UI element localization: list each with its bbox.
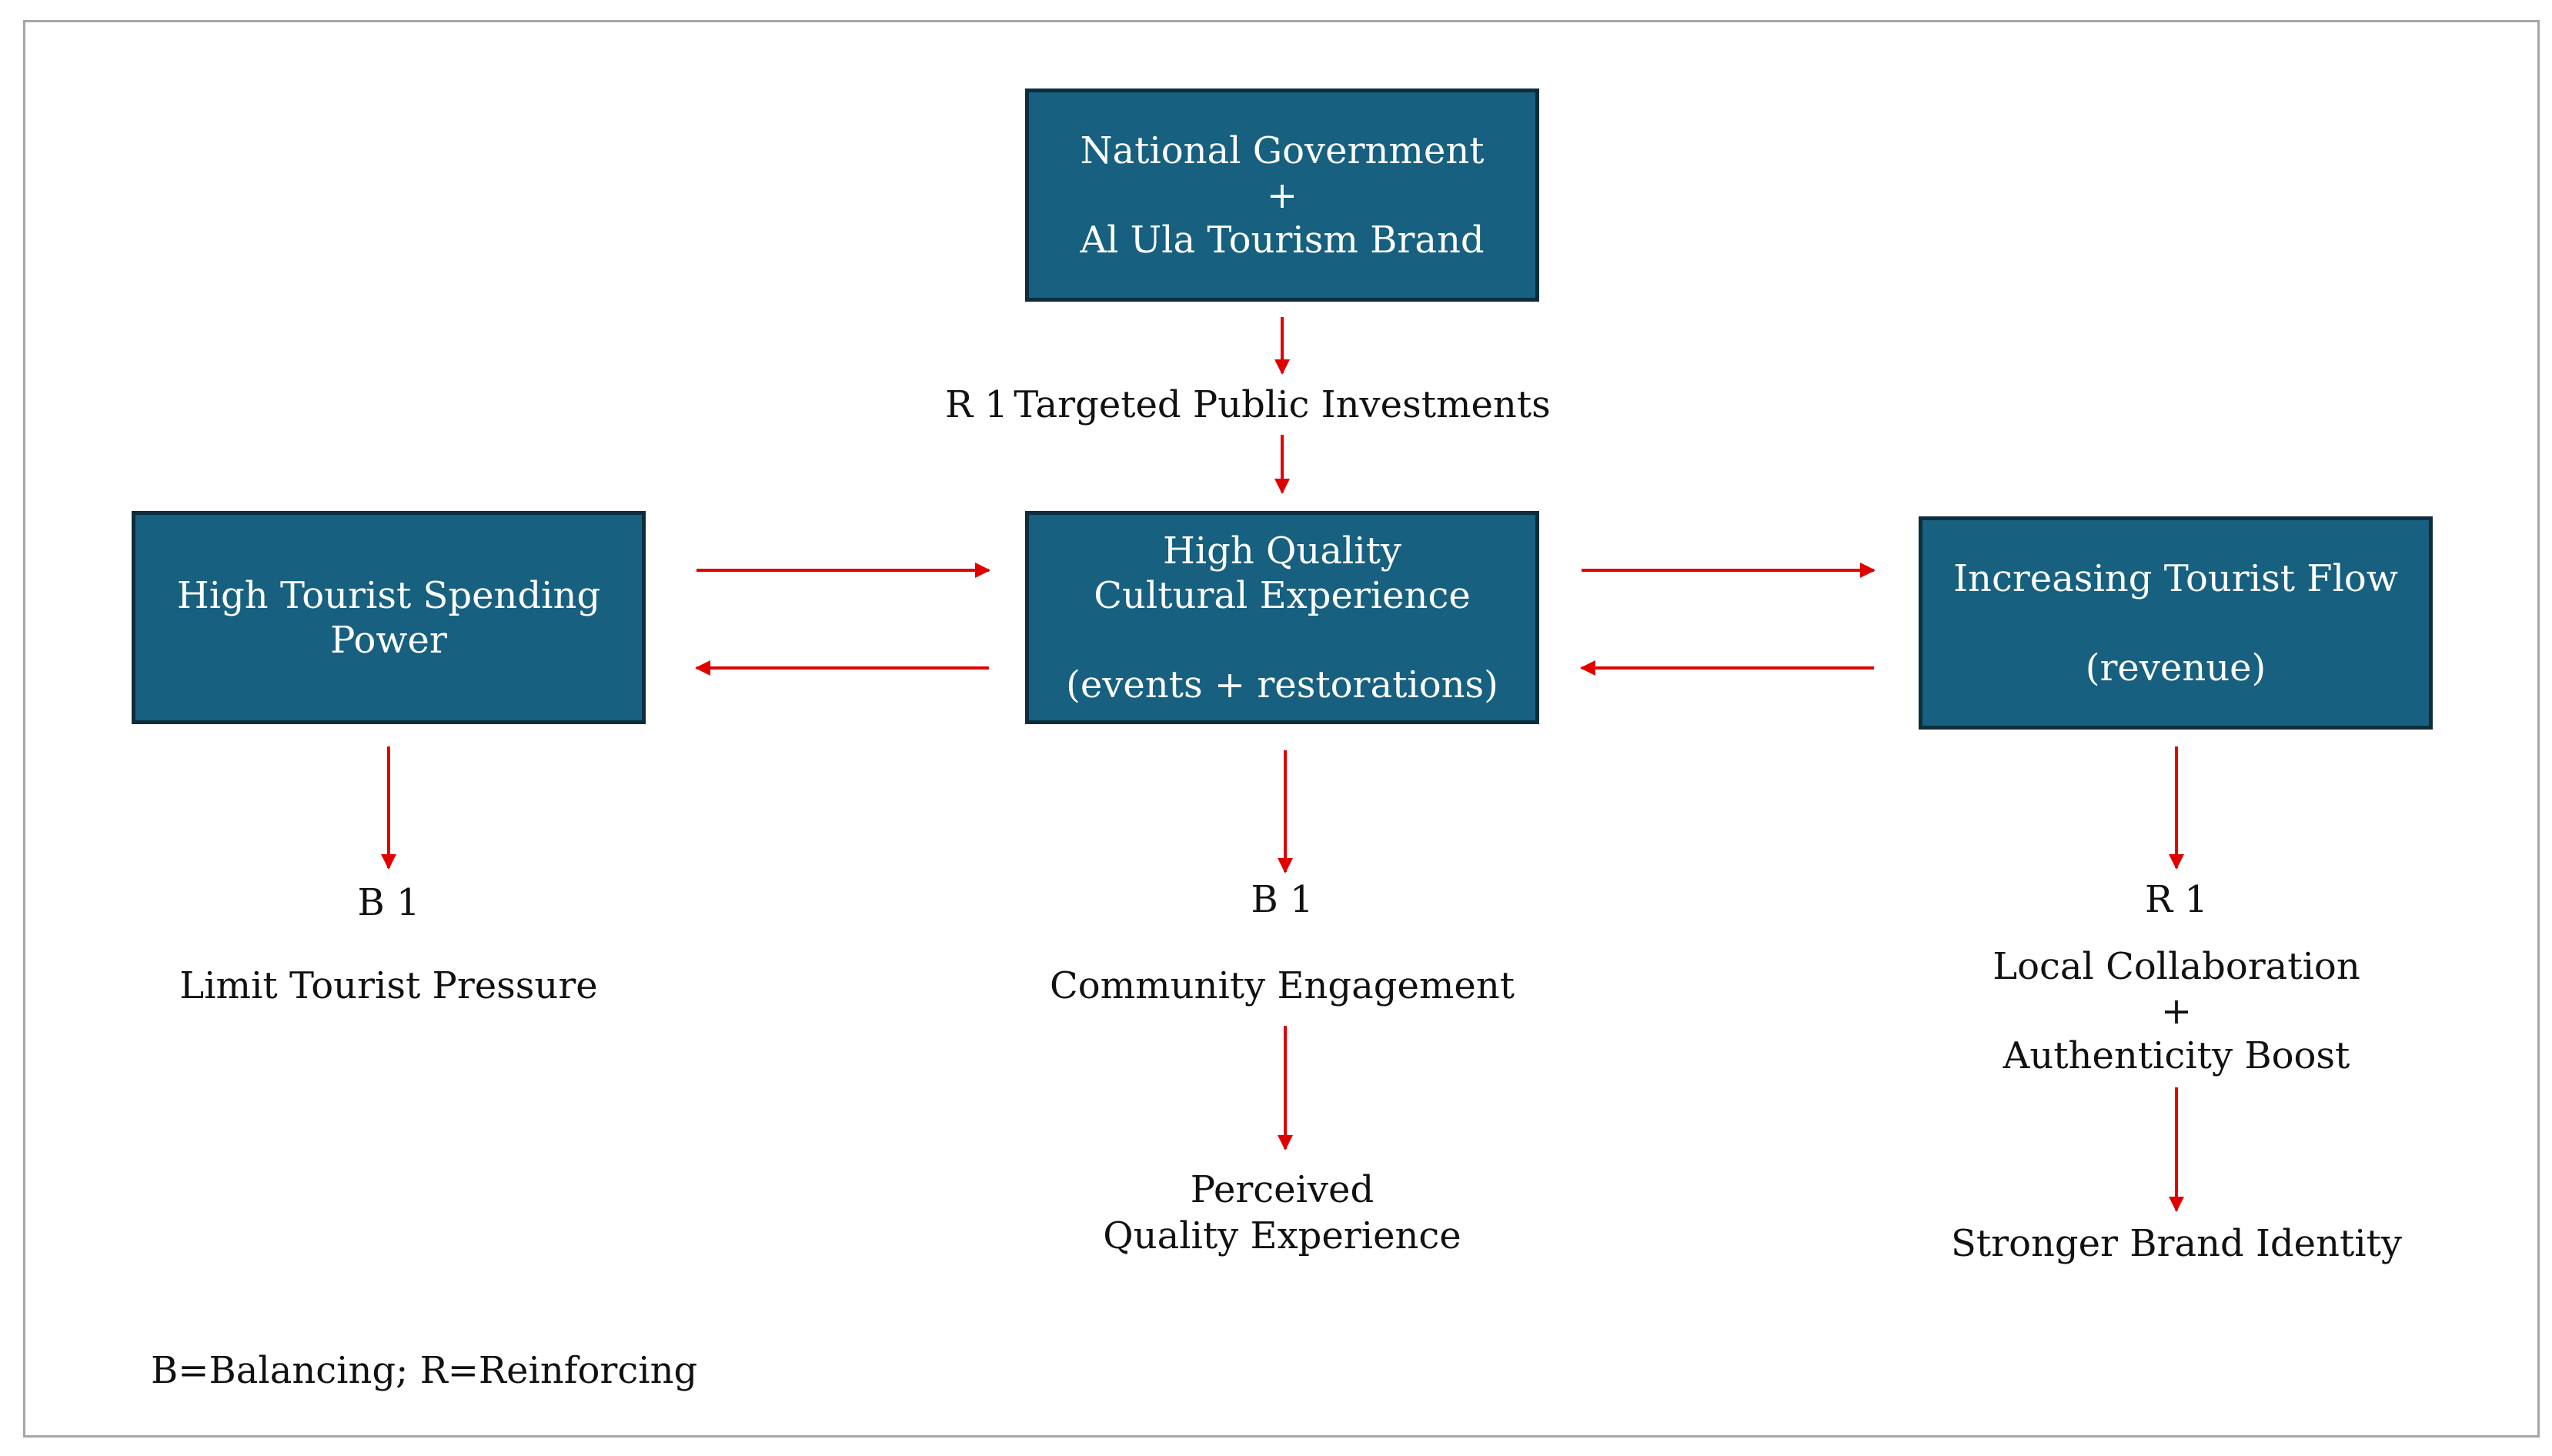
label-limit-pressure: Limit Tourist Pressure — [179, 964, 598, 1007]
node-tourist-spending: High Tourist Spending Power — [132, 511, 646, 724]
label-local-collaboration: Local Collaboration + Authenticity Boost — [1907, 944, 2446, 1078]
node-text-line — [1276, 618, 1288, 663]
node-text-line: National Government — [1080, 129, 1485, 172]
label-targeted-investments: Targeted Public Investments — [1014, 383, 1551, 426]
label-stronger-brand: Stronger Brand Identity — [1950, 1222, 2403, 1265]
node-text-line: (revenue) — [2085, 646, 2266, 690]
label-line: + — [2160, 990, 2193, 1033]
node-national-government: National Government + Al Ula Tourism Bra… — [1025, 88, 1539, 302]
node-text-line: (events + restorations) — [1066, 663, 1498, 706]
node-text-line: Al Ula Tourism Brand — [1080, 218, 1485, 262]
loop-label-left: B 1 — [357, 881, 420, 924]
loop-label-top: R 1 — [945, 383, 1008, 426]
node-text-line: Cultural Experience — [1094, 573, 1471, 617]
diagram-frame — [23, 20, 2540, 1438]
label-line: Authenticity Boost — [2003, 1034, 2350, 1077]
legend: B=Balancing; R=Reinforcing — [151, 1349, 698, 1392]
label-line: Perceived — [1190, 1168, 1375, 1211]
node-text-line — [2170, 601, 2181, 646]
node-text-line: High Tourist Spending — [176, 573, 601, 617]
node-text-line: Power — [330, 618, 447, 662]
node-cultural-experience: High Quality Cultural Experience (events… — [1025, 511, 1539, 724]
label-line: Local Collaboration — [1992, 945, 2360, 988]
label-community-engagement: Community Engagement — [1049, 964, 1515, 1007]
node-text-line: + — [1266, 173, 1298, 217]
label-perceived-quality: Perceived Quality Experience — [1013, 1167, 1552, 1259]
label-line: Quality Experience — [1103, 1214, 1461, 1257]
node-tourist-flow: Increasing Tourist Flow (revenue) — [1919, 516, 2433, 730]
node-text-line: Increasing Tourist Flow — [1953, 556, 2398, 600]
loop-label-right: R 1 — [2145, 878, 2208, 921]
node-text-line: High Quality — [1162, 529, 1402, 573]
loop-label-center: B 1 — [1251, 878, 1314, 921]
